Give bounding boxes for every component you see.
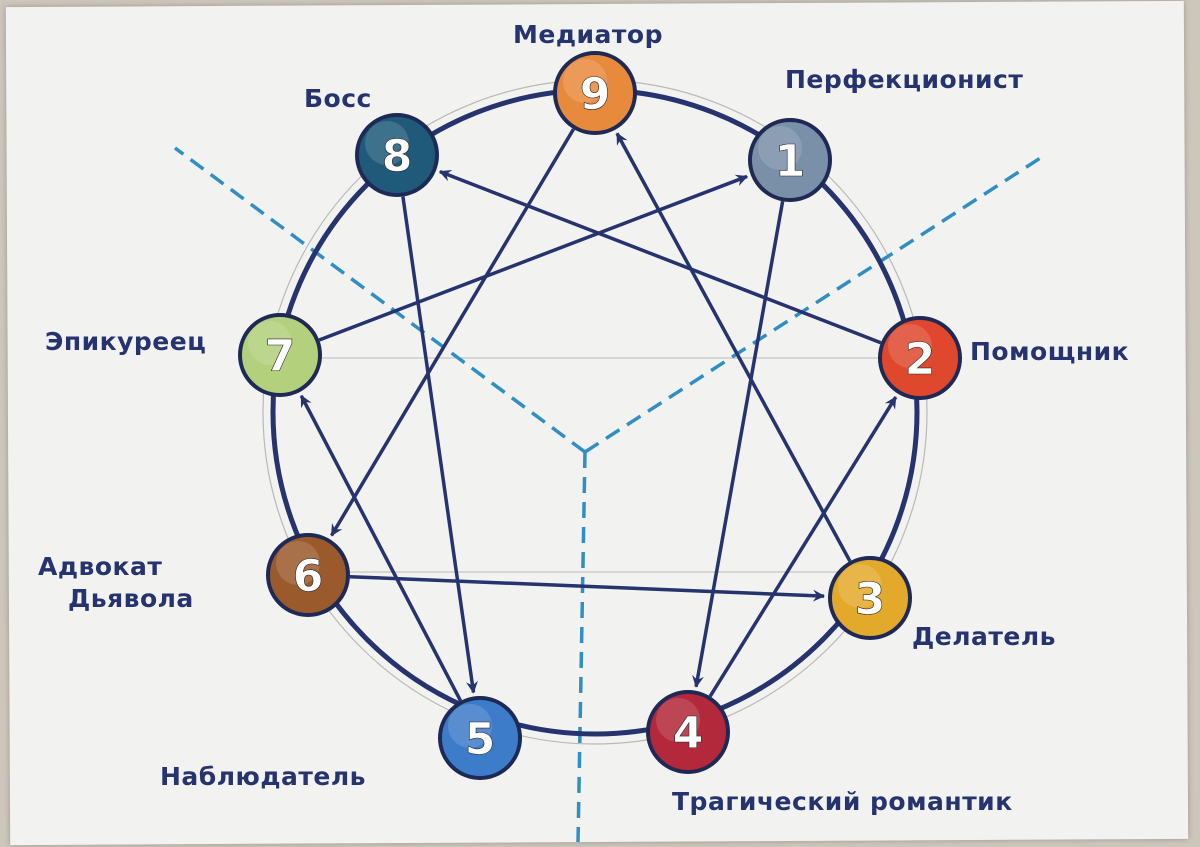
node-circle <box>828 556 912 640</box>
label-2: Помощник <box>970 337 1129 366</box>
arrow-2-to-8 <box>438 170 882 345</box>
dashed-divider-line <box>584 153 1046 454</box>
node-6: 6 <box>266 533 350 617</box>
label-4: Трагический романтик <box>672 787 1013 816</box>
label-3: Делатель <box>912 622 1056 651</box>
node-5: 5 <box>438 696 522 780</box>
node-number: 2 <box>905 334 936 385</box>
node-number: 9 <box>580 69 611 120</box>
node-7: 7 <box>238 313 322 397</box>
label-5: Наблюдатель <box>160 762 366 791</box>
node-3: 3 <box>828 556 912 640</box>
node-circle <box>878 316 962 400</box>
node-highlight <box>248 321 292 365</box>
arrow-4-to-2 <box>708 396 898 698</box>
arrow-8-to-5 <box>401 196 478 694</box>
arrow-9-to-6 <box>330 128 576 537</box>
node-number: 7 <box>265 331 296 382</box>
label-line: Адвокат <box>38 552 162 581</box>
pencil-guides <box>255 79 935 745</box>
arrow-7-to-1 <box>318 174 748 342</box>
label-8: Босс <box>304 84 372 113</box>
node-highlight <box>276 541 320 585</box>
node-9: 9 <box>553 51 637 135</box>
node-highlight <box>563 59 607 103</box>
node-circle <box>238 313 322 397</box>
nodes: 9 1 2 3 4 5 6 7 8 <box>238 51 962 780</box>
node-circle <box>748 118 832 202</box>
dashed-divider-line <box>576 451 587 843</box>
node-2: 2 <box>878 316 962 400</box>
arrows <box>299 128 898 702</box>
node-1: 1 <box>748 118 832 202</box>
label-9: Медиатор <box>513 20 663 49</box>
node-number: 5 <box>465 714 496 765</box>
arrow-1-to-4 <box>692 201 785 688</box>
node-highlight <box>838 564 882 608</box>
node-4: 4 <box>646 690 730 774</box>
labels: МедиаторПерфекционистПомощникДелательТра… <box>38 20 1129 816</box>
node-circle <box>355 113 439 197</box>
arrow-5-to-7 <box>299 394 463 702</box>
node-highlight <box>758 126 802 170</box>
node-highlight <box>365 121 409 165</box>
node-number: 6 <box>293 551 324 602</box>
arrow-3-to-9 <box>615 132 852 562</box>
node-highlight <box>656 698 700 742</box>
node-highlight <box>448 704 492 748</box>
node-highlight <box>888 324 932 368</box>
node-circle <box>646 690 730 774</box>
node-number: 8 <box>382 131 413 182</box>
node-circle <box>553 51 637 135</box>
node-circle <box>438 696 522 780</box>
arrow-6-to-3 <box>349 574 826 602</box>
label-line: Дьявола <box>68 584 194 613</box>
dashed-divider-line <box>173 146 587 454</box>
node-circle <box>266 533 350 617</box>
node-8: 8 <box>355 113 439 197</box>
node-number: 1 <box>775 136 806 187</box>
node-number: 4 <box>673 708 704 759</box>
label-7: Эпикуреец <box>45 327 206 356</box>
label-1: Перфекционист <box>785 65 1023 94</box>
pencil-guide-circle <box>262 79 928 745</box>
divider-lines <box>173 146 1046 843</box>
node-number: 3 <box>855 574 886 625</box>
